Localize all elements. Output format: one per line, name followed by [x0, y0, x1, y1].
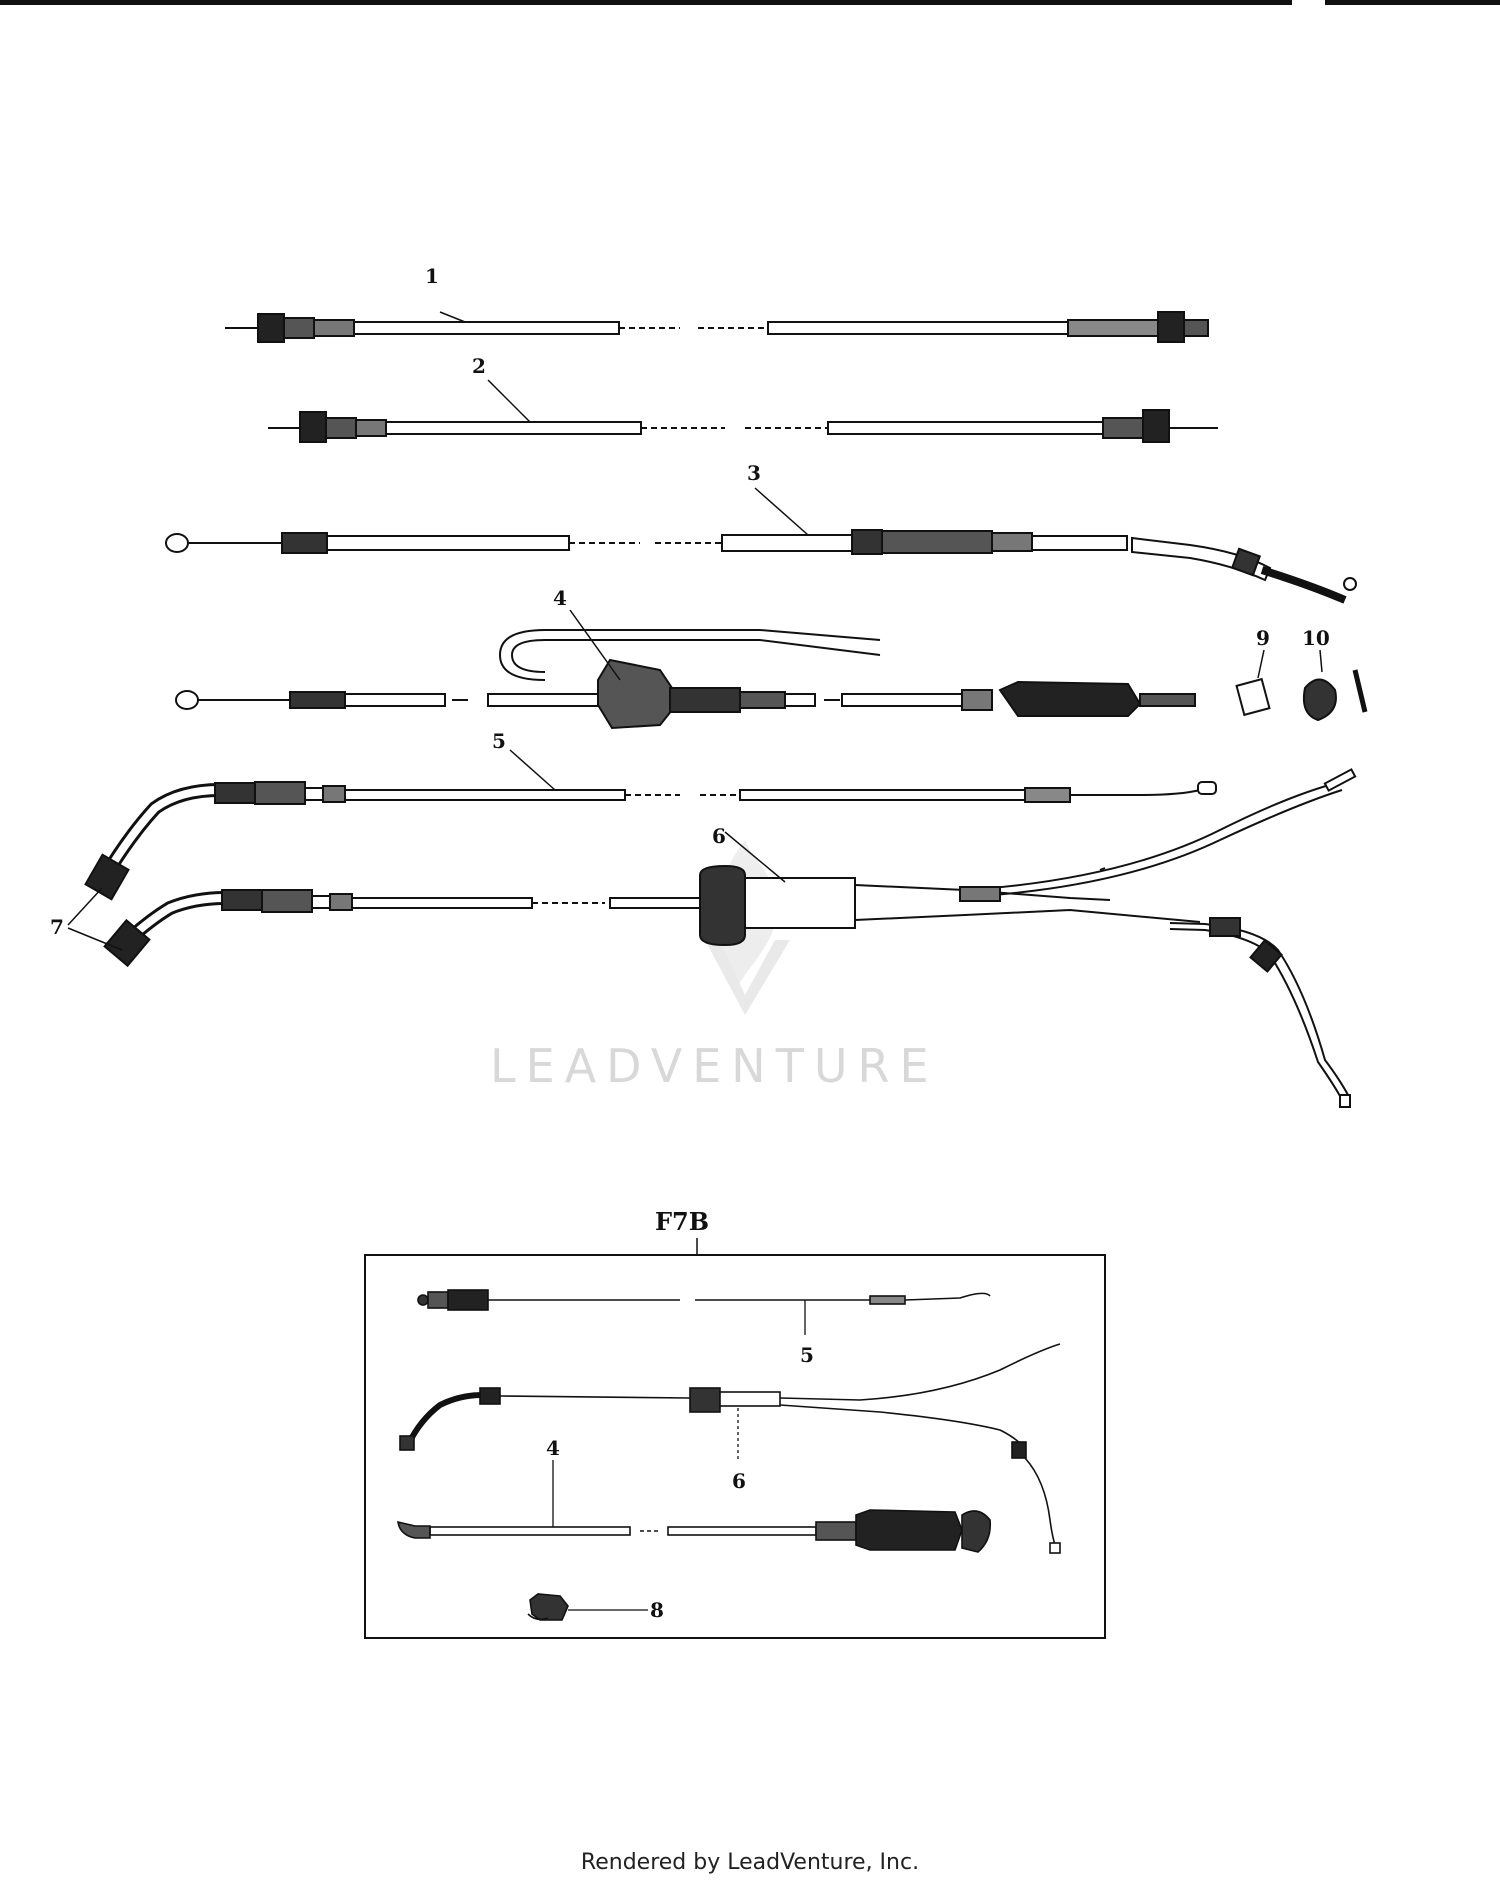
callout-1: 1: [425, 264, 439, 288]
leader-3: [754, 487, 809, 536]
cable-6: [103, 768, 1357, 1108]
cable-1: [225, 311, 1209, 343]
inset-callout-4: 4: [546, 1436, 560, 1460]
inset-cable-6: [399, 1343, 1061, 1554]
inset-title: F7B: [655, 1207, 709, 1236]
leader-9: [1257, 649, 1265, 679]
top-rule: [0, 0, 1292, 5]
callout-5: 5: [492, 729, 506, 753]
callout-3: 3: [747, 461, 761, 485]
leader-2: [487, 379, 531, 423]
callout-7: 7: [50, 915, 64, 939]
footer-credit: Rendered by LeadVenture, Inc.: [580, 1850, 920, 1875]
cable-5: [84, 781, 1217, 901]
inset-callout-5: 5: [800, 1343, 814, 1367]
callout-2: 2: [472, 354, 486, 378]
inset-part-8: [527, 1593, 569, 1621]
callout-6: 6: [712, 824, 726, 848]
inset-cable-5: [417, 1289, 991, 1311]
inset-cable-4: [397, 1509, 992, 1553]
callout-4: 4: [553, 586, 567, 610]
callout-9: 9: [1256, 626, 1270, 650]
leader-7b: [67, 927, 123, 951]
cable-4: [175, 629, 1368, 730]
cable-2: [268, 409, 1218, 443]
leader-1: [439, 311, 466, 323]
leader-7a: [67, 887, 103, 926]
watermark-text: LEADVENTURE: [490, 1039, 939, 1093]
leader-10: [1319, 649, 1323, 673]
top-rule-right: [1325, 0, 1500, 5]
inset-callout-8: 8: [650, 1598, 664, 1622]
leader-4: [569, 609, 621, 681]
leader-6: [724, 831, 786, 883]
callout-10: 10: [1302, 626, 1330, 650]
inset-callout-6: 6: [732, 1469, 746, 1493]
cable-3: [165, 529, 1357, 604]
leader-5: [509, 749, 556, 791]
inset-frame: [364, 1254, 1106, 1639]
